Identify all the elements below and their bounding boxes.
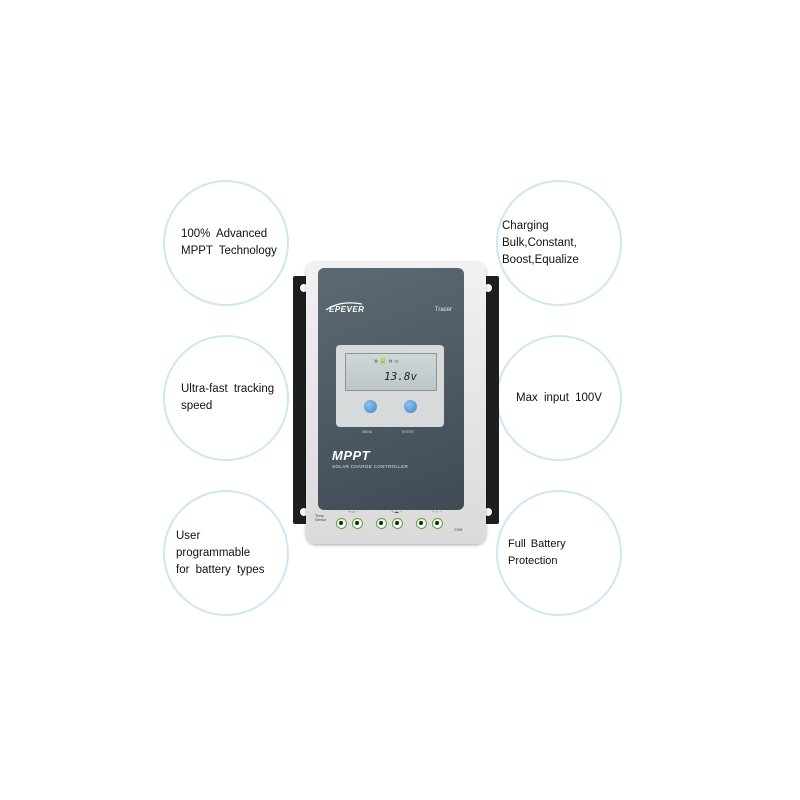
feature-text: Full Battery Protection — [508, 536, 610, 570]
load-symbol-icon: + ♀ − — [432, 509, 442, 514]
enter-button-label: ENTER — [402, 430, 414, 434]
feature-line: Full Battery Protection — [508, 538, 566, 567]
mount-hole — [484, 508, 492, 516]
feature-bubble-protection: Full Battery Protection — [496, 490, 622, 616]
enter-button[interactable] — [404, 400, 417, 413]
terminal-screw[interactable] — [392, 518, 403, 529]
charge-controller-device: EPEVER Tracer »🔋»☼ 13.8v MENU ENTER MPPT… — [293, 262, 499, 544]
mount-hole — [484, 284, 492, 292]
lcd-status-icons: »🔋»☼ — [374, 358, 401, 365]
menu-button[interactable] — [364, 400, 377, 413]
feature-line: 100% Advanced — [181, 228, 268, 240]
feature-line: Ultra-fast tracking — [181, 383, 275, 395]
solar-symbol-icon: + ▭ − — [348, 509, 359, 514]
feature-line: Charging Bulk,Constant, — [502, 219, 577, 249]
model-name: Tracer — [434, 307, 452, 313]
device-body: EPEVER Tracer »🔋»☼ 13.8v MENU ENTER MPPT… — [306, 262, 486, 544]
feature-text: Charging Bulk,Constant, Boost,Equalize — [502, 218, 610, 269]
feature-text: Max input 100V — [516, 390, 602, 407]
mount-hole — [300, 508, 308, 516]
brand-logo: EPEVER — [329, 305, 365, 314]
display-frame: »🔋»☼ 13.8v — [336, 345, 444, 427]
mount-hole — [300, 284, 308, 292]
feature-bubble-charging: Charging Bulk,Constant, Boost,Equalize — [496, 180, 622, 306]
feature-text: Ultra-fast tracking speed — [181, 381, 274, 415]
product-subtitle: SOLAR CHARGE CONTROLLER — [332, 464, 409, 469]
front-panel: EPEVER Tracer »🔋»☼ 13.8v MENU ENTER MPPT… — [318, 268, 464, 510]
temp-sensor-label: Temp Sensor — [315, 514, 327, 522]
feature-line: MPPT Technology — [181, 245, 277, 257]
battery-symbol-icon: + ▬ − — [391, 509, 402, 514]
terminal-screw[interactable] — [416, 518, 427, 529]
feature-line: for battery types — [176, 563, 265, 576]
menu-button-label: MENU — [362, 430, 373, 434]
terminal-screw[interactable] — [352, 518, 363, 529]
lcd-value: 13.8v — [384, 370, 418, 383]
feature-bubble-mppt: 100% Advanced MPPT Technology — [163, 180, 289, 306]
product-title: MPPT — [332, 448, 371, 463]
feature-line: User programmable — [176, 529, 251, 559]
feature-line: speed — [181, 400, 213, 412]
feature-bubble-programmable: User programmable for battery types — [163, 490, 289, 616]
terminal-screw[interactable] — [432, 518, 443, 529]
feature-bubble-max-input: Max input 100V — [496, 335, 622, 461]
feature-bubble-tracking: Ultra-fast tracking speed — [163, 335, 289, 461]
feature-text: 100% Advanced MPPT Technology — [181, 226, 277, 260]
terminal-block — [328, 518, 464, 534]
lcd-screen: »🔋»☼ 13.8v — [345, 353, 437, 391]
brand-swoosh-icon — [325, 302, 363, 311]
terminal-screw[interactable] — [336, 518, 347, 529]
terminal-screw[interactable] — [376, 518, 387, 529]
feature-line: Boost,Equalize — [502, 253, 579, 266]
feature-text: User programmable for battery types — [176, 528, 277, 579]
com-port-label: COM — [454, 528, 463, 532]
feature-line: Max input 100V — [516, 391, 602, 404]
